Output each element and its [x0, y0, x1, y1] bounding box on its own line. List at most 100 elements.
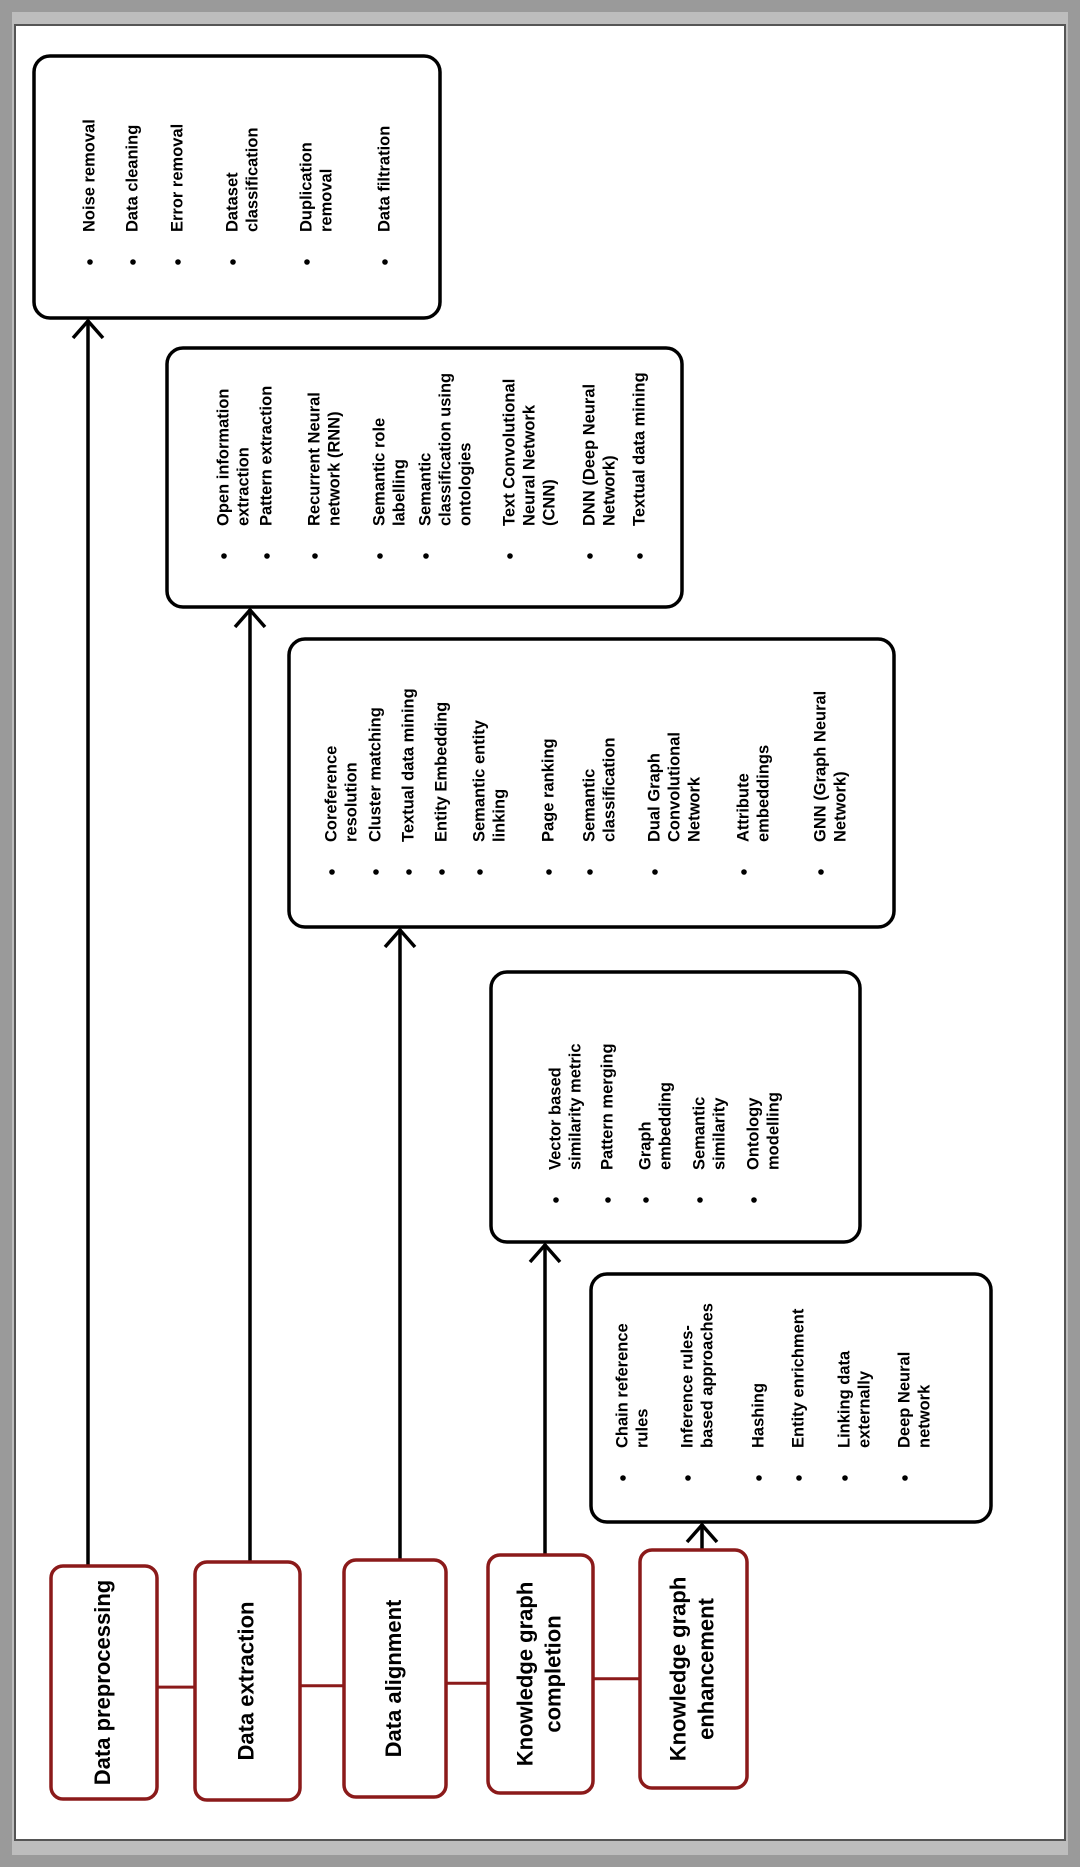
method-item-text: Neural Network [520, 404, 538, 526]
method-item-text: Network) [831, 771, 849, 842]
flow-arrow-head [528, 1242, 562, 1264]
method-item-text: Semantic [580, 769, 598, 842]
method-item-text: Semantic role [370, 418, 388, 526]
method-box [287, 637, 896, 929]
method-item-text: Network [685, 776, 703, 842]
method-item-text: Semantic [416, 453, 434, 526]
flow-arrow-head [383, 927, 417, 949]
bullet-dot [637, 553, 643, 559]
stage-label: enhancement [693, 1597, 718, 1739]
method-item-text: embedding [656, 1082, 674, 1170]
stage-label: Data preprocessing [90, 1580, 115, 1785]
method-item-text: Inference rules- [678, 1325, 696, 1448]
method-item-text: Semantic [690, 1097, 708, 1170]
method-item-text: Deep Neural [895, 1352, 913, 1448]
bullet-dot [406, 869, 412, 875]
method-item-text: Page ranking [539, 738, 557, 842]
method-item-text: (CNN) [540, 479, 558, 526]
method-item-text: Coreference [322, 746, 340, 842]
method-item-text: Network) [600, 455, 618, 526]
bullet-dot [546, 869, 552, 875]
bullet-dot [329, 869, 335, 875]
stage-box [638, 1548, 749, 1790]
method-item-text: Convolutional [665, 732, 683, 842]
stage-box [49, 1564, 159, 1801]
method-item-text: GNN (Graph Neural [811, 691, 829, 842]
bullet-dot [643, 1197, 649, 1203]
method-item-text: Recurrent Neural [305, 392, 323, 526]
bullet-dot [130, 259, 136, 265]
stage-label: completion [540, 1615, 565, 1732]
method-item-text: based approaches [698, 1303, 716, 1448]
method-item-text: Ontology [744, 1097, 762, 1170]
method-box [32, 54, 442, 320]
bullet-dot [605, 1197, 611, 1203]
method-item-text: Open information [214, 389, 232, 527]
method-item-text: classification [600, 737, 618, 842]
method-box [489, 970, 862, 1244]
stage-box [193, 1560, 302, 1802]
method-item-text: Dataset [223, 172, 241, 232]
bullet-dot [230, 259, 236, 265]
bullet-dot [697, 1197, 703, 1203]
method-item-text: rules [633, 1409, 651, 1448]
method-item-text: Entity enrichment [789, 1308, 807, 1448]
bullet-dot [652, 869, 658, 875]
method-item-text: classification [243, 127, 261, 232]
flow-arrow-head [685, 1522, 719, 1544]
bullet-dot [587, 553, 593, 559]
bullet-dot [477, 869, 483, 875]
method-item-text: Error removal [168, 124, 186, 232]
method-item-text: extraction [234, 447, 252, 526]
method-item-text: Graph [636, 1121, 654, 1170]
method-item-text: Entity Embedding [432, 702, 450, 842]
bullet-dot [312, 553, 318, 559]
method-item-text: network [915, 1384, 933, 1448]
method-item-text: modelling [764, 1092, 782, 1170]
method-item-text: Pattern extraction [257, 386, 275, 526]
bullet-dot [902, 1475, 908, 1481]
bullet-dot [553, 1197, 559, 1203]
bullet-dot [423, 553, 429, 559]
bullet-dot [751, 1197, 757, 1203]
flow-arrow-head [233, 607, 267, 629]
bullet-dot [439, 869, 445, 875]
method-item-text: Textual data mining [630, 372, 648, 526]
method-item-text: linking [490, 789, 508, 842]
bullet-dot [587, 869, 593, 875]
bullet-dot [796, 1475, 802, 1481]
method-item-text: Noise removal [80, 119, 98, 232]
stage-box [342, 1558, 448, 1799]
method-item-text: Attribute [734, 773, 752, 842]
bullet-dot [87, 259, 93, 265]
bullet-dot [818, 869, 824, 875]
method-box [589, 1272, 993, 1524]
method-item-text: DNN (Deep Neural [580, 384, 598, 526]
bullet-dot [264, 553, 270, 559]
bullet-dot [377, 553, 383, 559]
method-item-text: network (RNN) [325, 411, 343, 526]
method-item-text: Data cleaning [123, 125, 141, 232]
flow-arrow-head [71, 318, 105, 340]
method-item-text: similarity [710, 1097, 728, 1170]
method-item-text: embeddings [754, 745, 772, 842]
method-item-text: ontologies [456, 443, 474, 526]
method-item-text: classification using [436, 373, 454, 526]
bullet-dot [373, 869, 379, 875]
method-item-text: Text Convolutional [500, 379, 518, 526]
method-item-text: Cluster matching [366, 707, 384, 842]
method-item-text: labelling [390, 459, 408, 526]
bullet-dot [221, 553, 227, 559]
bullet-dot [507, 553, 513, 559]
bullet-dot [842, 1475, 848, 1481]
bullet-dot [304, 259, 310, 265]
bullet-dot [741, 869, 747, 875]
method-item-text: Duplication [297, 142, 315, 232]
bullet-dot [685, 1475, 691, 1481]
method-item-text: Textual data mining [399, 688, 417, 842]
method-item-text: similarity metric [566, 1043, 584, 1170]
stage-label: Data extraction [233, 1602, 258, 1761]
bullet-dot [756, 1475, 762, 1481]
